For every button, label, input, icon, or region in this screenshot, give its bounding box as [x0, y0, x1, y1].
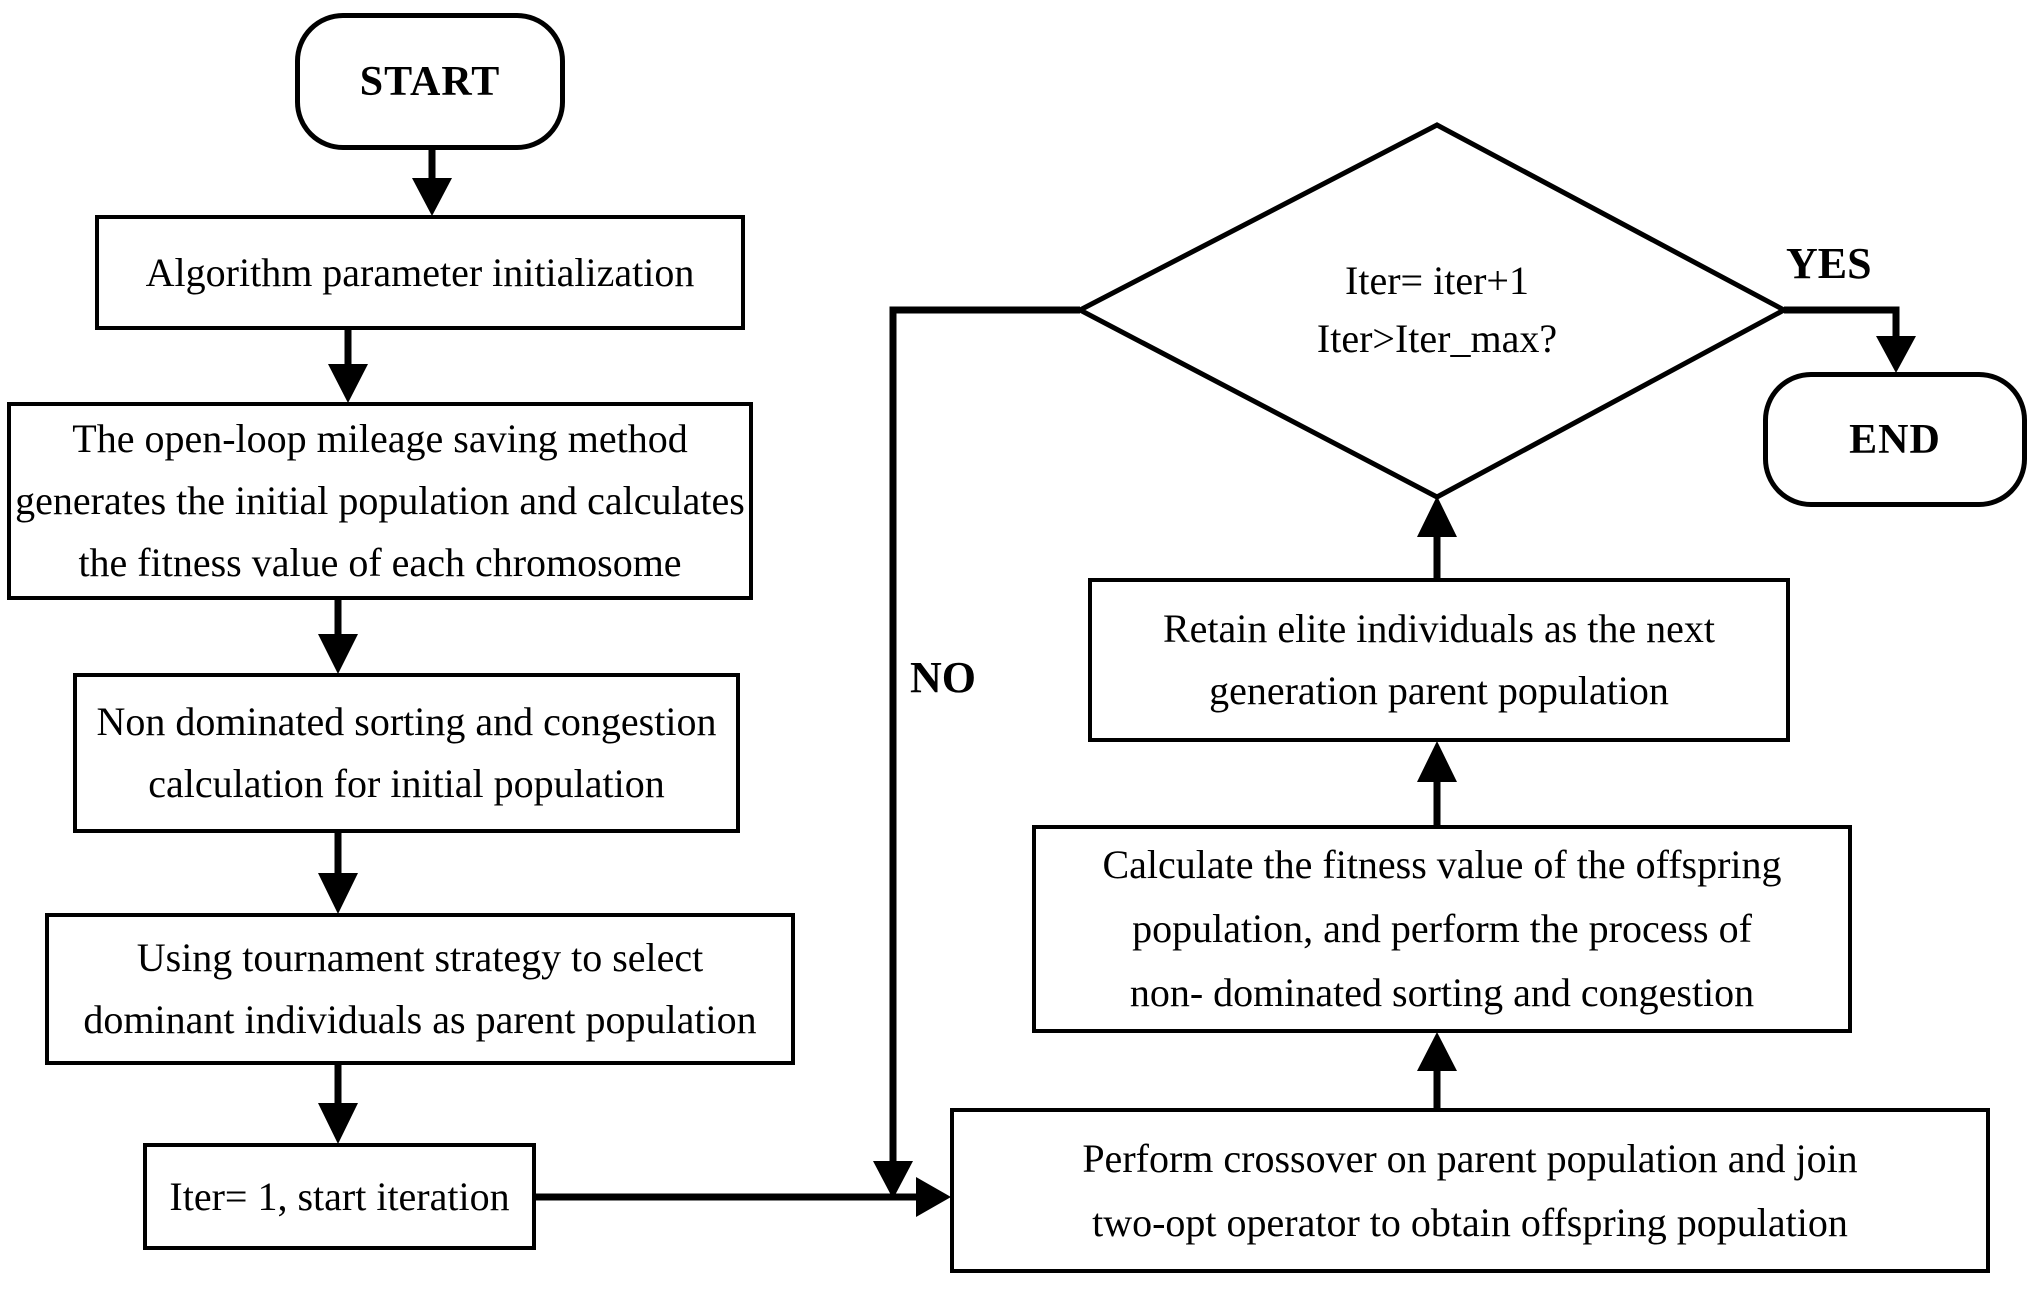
arrow-sorting-to-tournament — [318, 831, 358, 914]
generate-line: generates the initial population and cal… — [15, 478, 745, 523]
retain-line: Retain elite individuals as the next — [1162, 606, 1716, 651]
decision-line: Iter>Iter_max? — [1316, 316, 1558, 361]
crossover-line: two-opt operator to obtain offspring pop… — [1092, 1199, 1848, 1245]
generate-line: the fitness value of each chromosome — [78, 540, 682, 585]
tournament-node: Using tournament strategy to select domi… — [45, 913, 795, 1065]
iter-start-line: Iter= 1, start iteration — [169, 1173, 510, 1219]
arrow-init-to-generate — [328, 328, 368, 403]
fitness-line: population, and perform the process of — [1132, 906, 1752, 951]
fitness-node: Calculate the fitness value of the offsp… — [1032, 825, 1852, 1033]
fitness-line: non- dominated sorting and congestion — [1129, 970, 1755, 1015]
init-line: Algorithm parameter initialization — [145, 249, 695, 295]
arrow-tournament-to-iter-start — [318, 1063, 358, 1144]
arrow-fitness-to-retain — [1417, 741, 1457, 827]
fitness-line: Calculate the fitness value of the offsp… — [1102, 842, 1782, 887]
decision-line: Iter= iter+1 — [1345, 258, 1529, 303]
arrow-yes-to-end — [1784, 306, 1916, 373]
generate-line: The open-loop mileage saving method — [72, 416, 688, 461]
sorting-line: Non dominated sorting and congestion — [96, 699, 717, 744]
sorting-line: calculation for initial population — [148, 761, 665, 806]
init-node: Algorithm parameter initialization — [95, 215, 745, 330]
sorting-node: Non dominated sorting and congestion cal… — [73, 673, 740, 833]
tournament-line: Using tournament strategy to select — [136, 935, 704, 980]
arrow-retain-to-decision — [1417, 496, 1457, 580]
no-label: NO — [910, 653, 976, 702]
start-label: START — [359, 58, 501, 105]
arrow-no-loop — [873, 306, 1080, 1199]
retain-line: generation parent population — [1209, 668, 1669, 713]
end-node: END — [1763, 372, 2027, 507]
retain-node: Retain elite individuals as the next gen… — [1088, 578, 1790, 742]
generate-population-node: The open-loop mileage saving method gene… — [7, 402, 753, 600]
arrow-iter-start-to-crossover — [534, 1177, 951, 1217]
start-node: START — [295, 13, 565, 150]
yes-label: YES — [1786, 239, 1872, 288]
arrow-generate-to-sorting — [318, 598, 358, 674]
tournament-line: dominant individuals as parent populatio… — [83, 997, 757, 1042]
crossover-line: Perform crossover on parent population a… — [1082, 1135, 1858, 1181]
crossover-node: Perform crossover on parent population a… — [950, 1108, 1990, 1273]
iter-start-node: Iter= 1, start iteration — [143, 1143, 536, 1250]
end-label: END — [1849, 416, 1941, 463]
decision-node: Iter= iter+1 Iter>Iter_max? — [1187, 235, 1687, 385]
arrow-start-to-init — [412, 148, 452, 216]
arrow-crossover-to-fitness — [1417, 1032, 1457, 1110]
